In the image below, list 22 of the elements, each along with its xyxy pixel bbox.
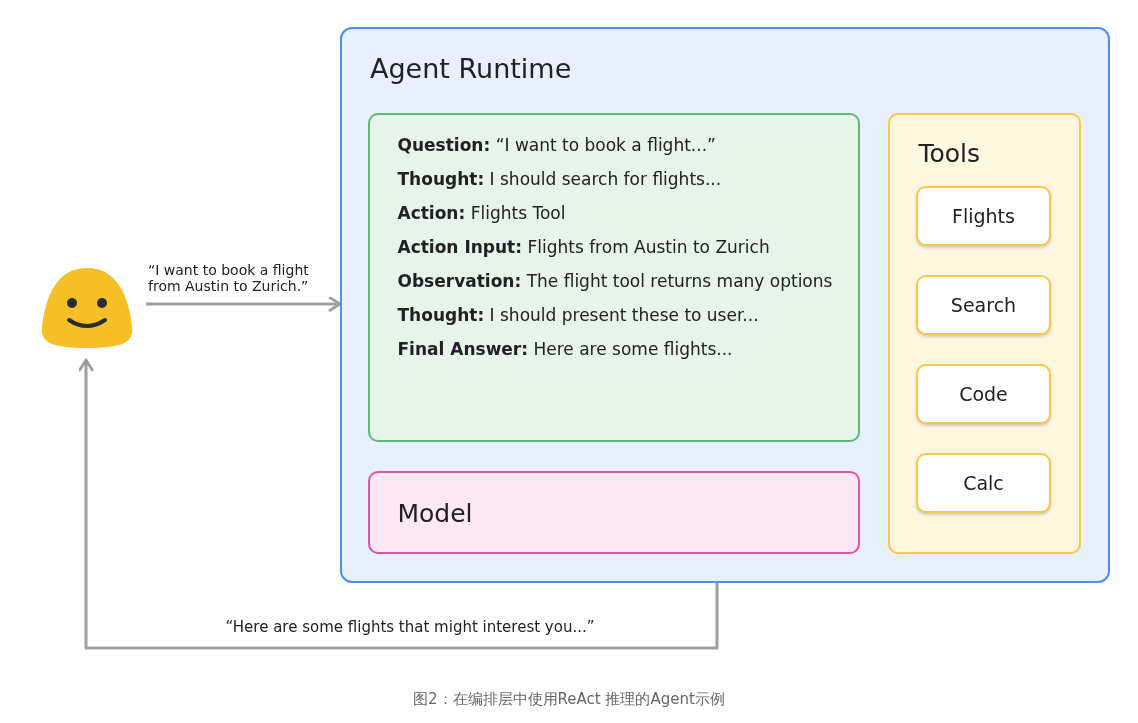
caption: 图2：在编排层中使用ReAct 推理的Agent示例 [413, 690, 725, 709]
tools-panel [887, 112, 1081, 554]
arrow [146, 296, 342, 312]
tool-box: Search [916, 275, 1051, 335]
agent-runtime-panel [340, 27, 1110, 583]
model-box [367, 470, 860, 554]
reasoning-step-text: Thought: I should search for flights... [397, 168, 722, 189]
reasoning-trace-box [367, 112, 860, 442]
reasoning-step-text: Observation: The flight tool returns many options [397, 270, 833, 291]
panel-title: Agent Runtime [370, 53, 572, 84]
reasoning-step-text: Question: “I want to book a flight...” [397, 134, 716, 155]
tool-box: Flights [916, 186, 1051, 246]
edge-label: “Here are some flights that might interest you...” [224, 619, 596, 635]
reasoning-step-text: Action Input: Flights from Austin to Zurich [397, 236, 770, 257]
tool-box: Calc [916, 453, 1051, 513]
reasoning-step-text: Action: Flights Tool [397, 202, 566, 223]
tool-box: Code [916, 364, 1051, 424]
reasoning-step-text: Final Answer: Here are some flights... [397, 338, 733, 359]
reasoning-step-text: Thought: I should present these to user... [397, 304, 759, 325]
box-label: Model [397, 498, 473, 528]
arrow [78, 358, 719, 650]
panel-title: Tools [918, 138, 981, 168]
